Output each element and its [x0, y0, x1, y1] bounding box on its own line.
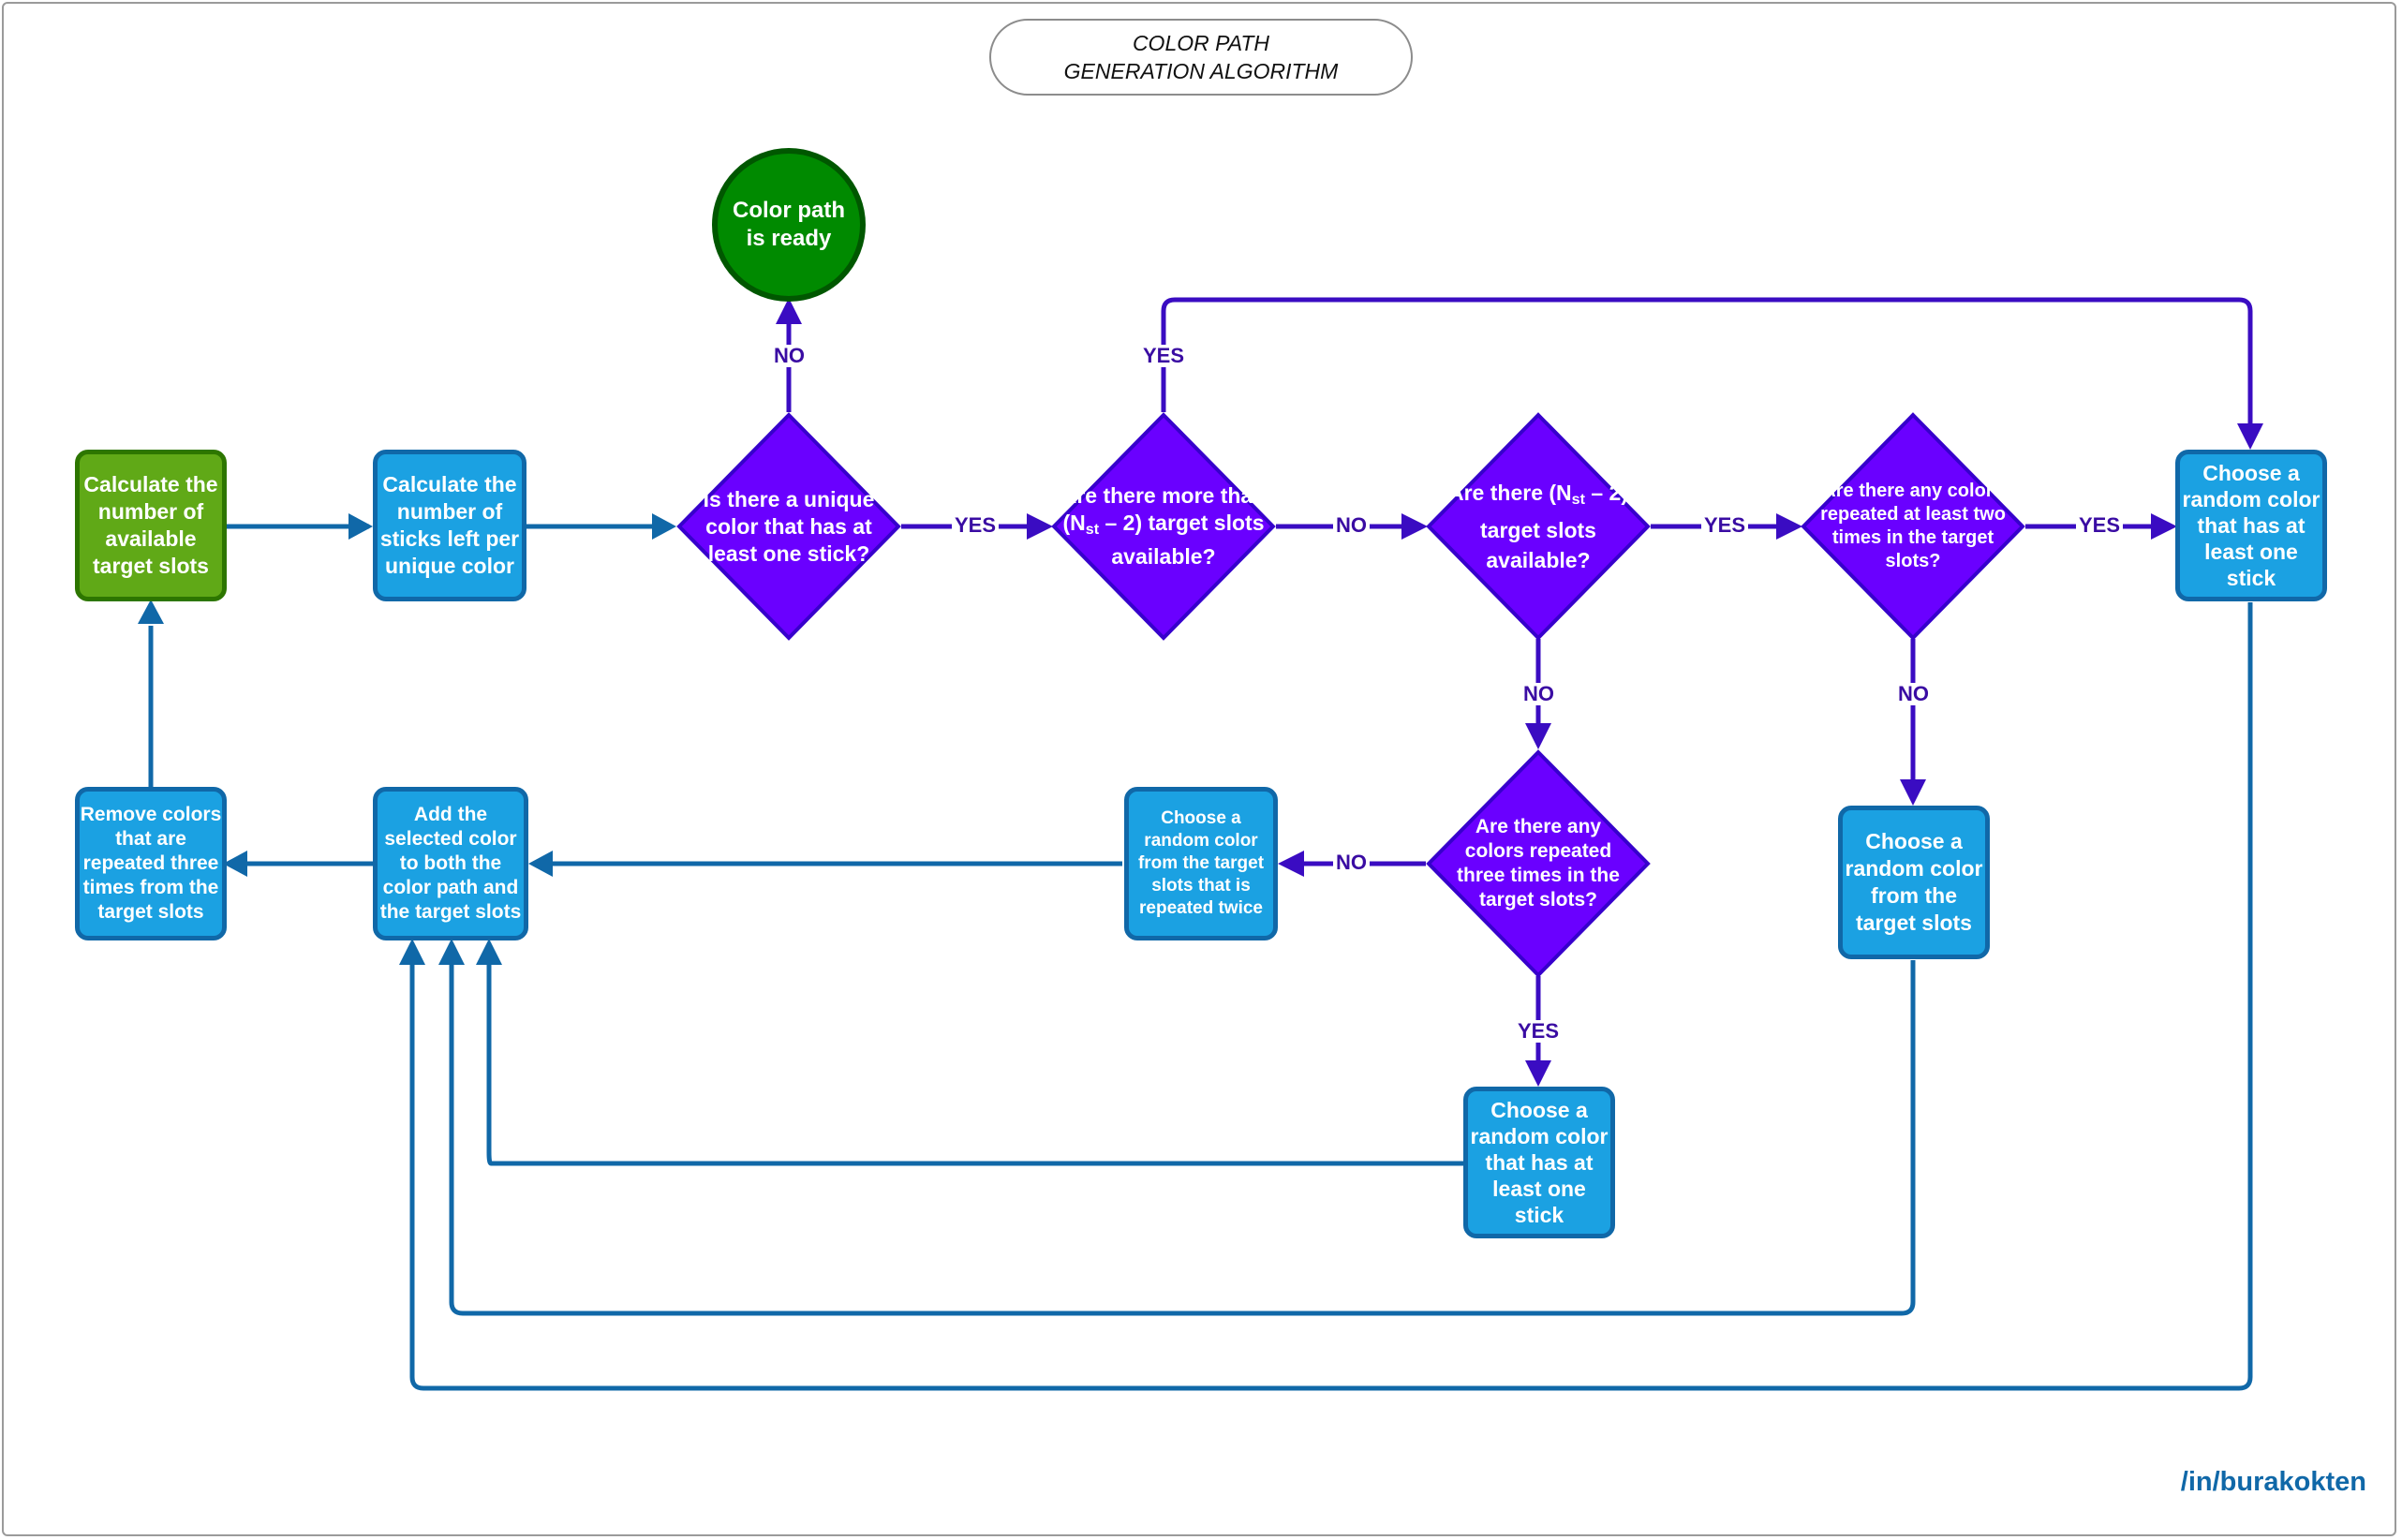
calc-sticks-node: Calculate the number of sticks left per … — [373, 450, 526, 601]
decision-exact-pre: Are there (N — [1448, 481, 1572, 506]
decision-unique-color-label: Is there a unique color that has at leas… — [703, 486, 875, 566]
remove-colors-node: Remove colors that are repeated three ti… — [75, 787, 227, 940]
remove-colors-label: Remove colors that are repeated three ti… — [80, 804, 222, 923]
author-credit: /in/burakokten — [2180, 1467, 2366, 1497]
edge-label-exact-no: NO — [1520, 683, 1557, 705]
decision-repeated-three: Are there any colors repeated three time… — [1426, 749, 1651, 978]
add-selected-node: Add the selected color to both the color… — [373, 787, 528, 940]
choose-from-targets-label: Choose a random color from the target sl… — [1845, 829, 1983, 935]
decision-more-than-post: – 2) target slots available? — [1099, 510, 1265, 569]
choose-stick-bottom-node: Choose a random color that has at least … — [1463, 1087, 1615, 1238]
choose-repeated-twice-node: Choose a random color from the target sl… — [1124, 787, 1278, 940]
edge-from-targets-to-add — [449, 960, 1916, 1316]
color-path-ready-node: Color path is ready — [712, 148, 866, 302]
calc-sticks-label: Calculate the number of sticks left per … — [379, 472, 520, 578]
decision-exact-post: – 2) target slots available? — [1480, 481, 1628, 572]
diagram-title-box: COLOR PATH GENERATION ALGORITHM — [989, 19, 1413, 96]
decision-exact: Are there (Nst – 2) target slots availab… — [1426, 412, 1651, 641]
choose-stick-bottom-label: Choose a random color that has at least … — [1470, 1098, 1609, 1227]
decision-exact-label: Are there (Nst – 2) target slots availab… — [1435, 478, 1641, 574]
decision-exact-sub: st — [1571, 491, 1585, 509]
decision-repeated-three-label: Are there any colors repeated three time… — [1457, 816, 1620, 911]
choose-stick-right-node: Choose a random color that has at least … — [2175, 450, 2327, 601]
edge-more-yes — [1161, 297, 2253, 427]
add-selected-label: Add the selected color to both the color… — [379, 804, 522, 923]
edge-label-unique-yes: YES — [952, 514, 1000, 537]
edge-label-two-no: NO — [1895, 683, 1932, 705]
decision-more-than-sub: st — [1085, 521, 1100, 538]
choose-repeated-twice-label: Choose a random color from the target sl… — [1137, 808, 1265, 918]
color-path-ready-label: Color path is ready — [733, 198, 845, 251]
edge-label-two-yes: YES — [2076, 514, 2124, 537]
decision-repeated-two-label: Are there any colors repeated at least t… — [1820, 481, 2006, 571]
edge-label-three-yes: YES — [1515, 1020, 1563, 1043]
diagram-title: COLOR PATH GENERATION ALGORITHM — [1063, 31, 1339, 83]
edge-label-three-no: NO — [1333, 851, 1370, 874]
edge-label-exact-yes: YES — [1701, 514, 1749, 537]
edge-right-stick-to-add — [409, 602, 2253, 1391]
choose-from-targets-node: Choose a random color from the target sl… — [1838, 806, 1990, 959]
decision-more-than: Are there more than (Nst – 2) target slo… — [1051, 412, 1276, 641]
edge-bottom-stick-to-add — [486, 965, 1463, 1166]
calc-slots-node: Calculate the number of available target… — [75, 450, 227, 601]
decision-more-than-label: Are there more than (Nst – 2) target slo… — [1060, 482, 1267, 570]
decision-more-than-pre: Are there more than (N — [1060, 482, 1267, 535]
decision-repeated-two: Are there any colors repeated at least t… — [1801, 412, 2025, 641]
edge-label-more-yes: YES — [1140, 345, 1188, 367]
decision-unique-color: Is there a unique color that has at leas… — [676, 412, 901, 641]
choose-stick-right-label: Choose a random color that has at least … — [2182, 461, 2320, 590]
calc-slots-label: Calculate the number of available target… — [83, 472, 218, 578]
edge-label-unique-no: NO — [771, 345, 808, 367]
edge-label-more-no: NO — [1333, 514, 1370, 537]
